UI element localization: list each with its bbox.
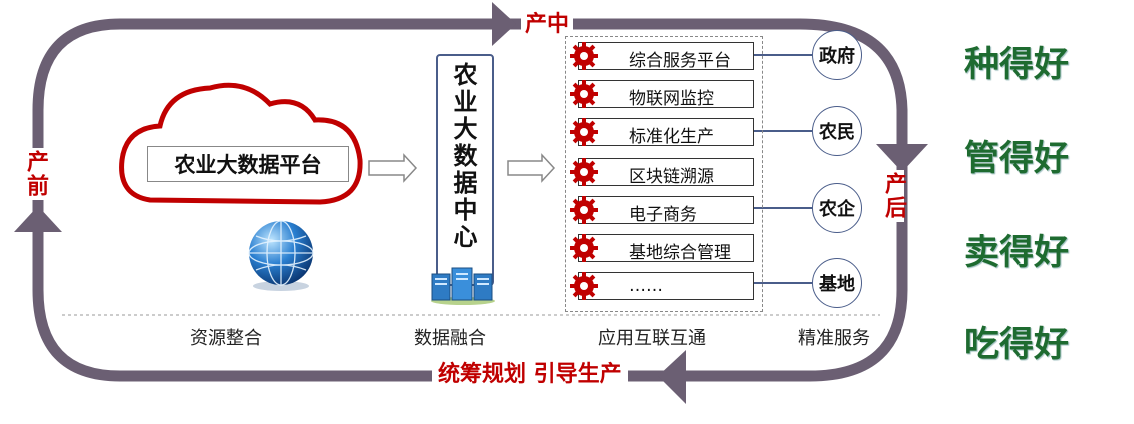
stakeholder-circle: 农民 (812, 106, 862, 156)
loop-caption: 统筹规划 引导生产 (432, 364, 628, 386)
gear-icon (570, 42, 598, 70)
result-text: 卖得好 (964, 233, 1070, 273)
app-item: …… (570, 272, 754, 300)
gear-icon (570, 118, 598, 146)
app-item-label: 物联网监控 (629, 89, 714, 109)
app-item-label: 基地综合管理 (629, 243, 731, 263)
cloud-icon (119, 82, 363, 205)
bottom-label: 精准服务 (798, 328, 870, 349)
hollow-arrow-icon (507, 153, 556, 183)
hollow-arrow-icon (368, 153, 418, 183)
arrow-up-icon (14, 206, 62, 232)
data-center-title: 农业大数据中心 (449, 62, 477, 251)
gear-icon (570, 272, 598, 300)
bottom-label: 应用互联互通 (598, 328, 706, 349)
gear-icon (570, 158, 598, 186)
bottom-label: 数据融合 (414, 328, 486, 349)
stage-label-mid: 产中 (521, 14, 574, 36)
result-text: 种得好 (964, 45, 1070, 85)
app-item: 基地综合管理 (570, 234, 754, 263)
stakeholder-circle: 政府 (812, 30, 862, 80)
gear-icon (570, 80, 598, 108)
result-text: 管得好 (964, 139, 1070, 179)
data-center-box (436, 54, 494, 286)
gear-icon (570, 196, 598, 224)
stakeholder-circle: 农企 (812, 183, 862, 233)
app-item-label: 电子商务 (629, 205, 697, 225)
app-item-label: 区块链溯源 (629, 167, 714, 187)
server-rack-icon (431, 267, 495, 305)
stage-label-pre: 产前 (23, 148, 48, 200)
app-item: 标准化生产 (570, 118, 754, 147)
app-item: 电子商务 (570, 196, 754, 225)
app-item-label: …… (629, 276, 663, 296)
app-item-label: 综合服务平台 (629, 51, 731, 71)
application-list (565, 36, 763, 312)
bottom-label: 资源整合 (190, 328, 262, 349)
app-item-label: 标准化生产 (629, 127, 714, 147)
stakeholder-circle: 基地 (812, 258, 862, 308)
app-item: 物联网监控 (570, 80, 754, 109)
app-item: 综合服务平台 (570, 42, 754, 71)
gear-icon (570, 234, 598, 262)
arrow-left-icon (658, 350, 686, 404)
globe-icon (248, 220, 314, 291)
result-text: 吃得好 (964, 325, 1070, 365)
cloud-platform-title: 农业大数据平台 (147, 146, 349, 182)
arrow-right-icon (492, 2, 516, 46)
arrow-down-icon (876, 144, 928, 172)
stage-label-post: 产后 (881, 170, 906, 222)
app-item: 区块链溯源 (570, 158, 754, 187)
